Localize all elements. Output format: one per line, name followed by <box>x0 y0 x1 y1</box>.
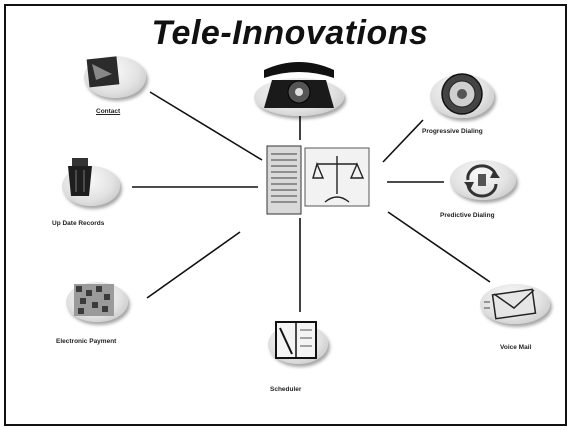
progressive-dialing-label: Progressive Dialing <box>422 128 483 135</box>
line-contact <box>149 91 263 161</box>
rotary-phone-icon <box>264 62 334 108</box>
slide-title: Tele-Innovations <box>151 14 429 52</box>
center-node <box>265 142 373 218</box>
scheduler-node: Scheduler <box>262 316 338 396</box>
server-scales-icon <box>266 145 370 215</box>
contact-node: Contact <box>82 54 152 124</box>
voice-mail-label: Voice Mail <box>500 344 532 351</box>
phone-node <box>250 56 348 118</box>
rotary-dial-icon <box>441 73 483 115</box>
notebook-icon <box>275 321 317 359</box>
update-records-label: Up Date Records <box>52 220 105 227</box>
slide-frame <box>4 4 567 426</box>
trash-bin-icon <box>68 158 92 196</box>
electronic-payment-node: Electronic Payment <box>44 280 144 350</box>
envelope-icon <box>484 288 537 320</box>
electronic-payment-label: Electronic Payment <box>56 338 117 345</box>
scheduler-label: Scheduler <box>270 386 302 393</box>
contact-label: Contact <box>96 108 121 115</box>
predictive-dialing-label: Predictive Dialing <box>440 212 495 219</box>
voice-mail-node: Voice Mail <box>476 280 556 351</box>
card-icon <box>74 284 114 316</box>
cycle-arrows-icon <box>464 164 500 198</box>
update-records-node: Up Date Records <box>52 152 142 232</box>
line-progressive <box>382 119 424 163</box>
line-payment <box>146 231 241 299</box>
predictive-dialing-node: Predictive Dialing <box>432 156 542 226</box>
contact-cards-icon <box>86 56 120 88</box>
line-voicemail <box>387 211 491 283</box>
progressive-dialing-node: Progressive Dialing <box>414 70 524 140</box>
